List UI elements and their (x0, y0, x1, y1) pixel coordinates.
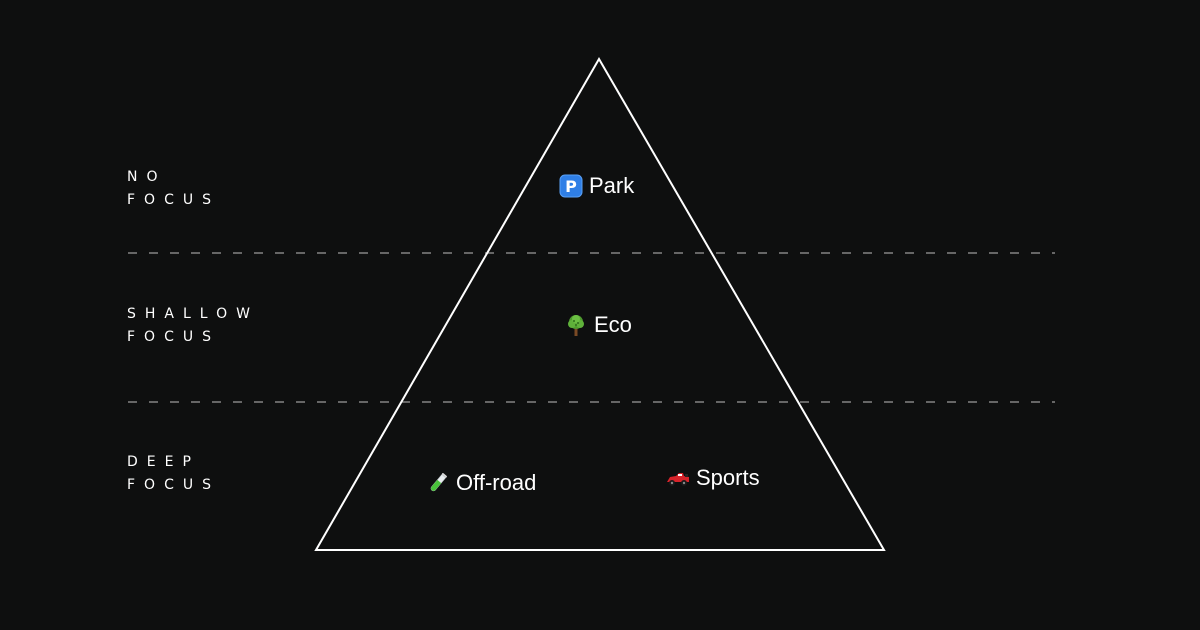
race-car-icon (666, 466, 690, 490)
level-label-line2: FOCUS (127, 329, 220, 345)
level-label-line1: SHALLOW (127, 306, 259, 322)
mode-label: Eco (594, 312, 632, 337)
mode-offroad: Off-road (426, 470, 536, 496)
mode-sports: Sports (666, 465, 760, 491)
mode-label: Off-road (456, 470, 537, 495)
level-label-line1: DEEP (127, 454, 200, 470)
level-label-line2: FOCUS (127, 192, 220, 208)
mode-label: Sports (696, 465, 760, 490)
mode-park: P Park (559, 173, 634, 199)
level-label-deep-focus: DEEP FOCUS (127, 451, 220, 497)
mode-eco: Eco (564, 312, 632, 338)
level-label-line2: FOCUS (127, 477, 220, 493)
svg-text:P: P (565, 177, 577, 196)
test-tube-icon (426, 471, 450, 495)
tree-icon (564, 313, 588, 337)
level-label-shallow-focus: SHALLOW FOCUS (127, 303, 259, 349)
level-label-no-focus: NO FOCUS (127, 166, 220, 212)
mode-label: Park (589, 173, 635, 198)
pyramid-triangle (314, 57, 886, 551)
level-label-line1: NO (127, 169, 167, 185)
parking-sign-icon: P (559, 174, 583, 198)
